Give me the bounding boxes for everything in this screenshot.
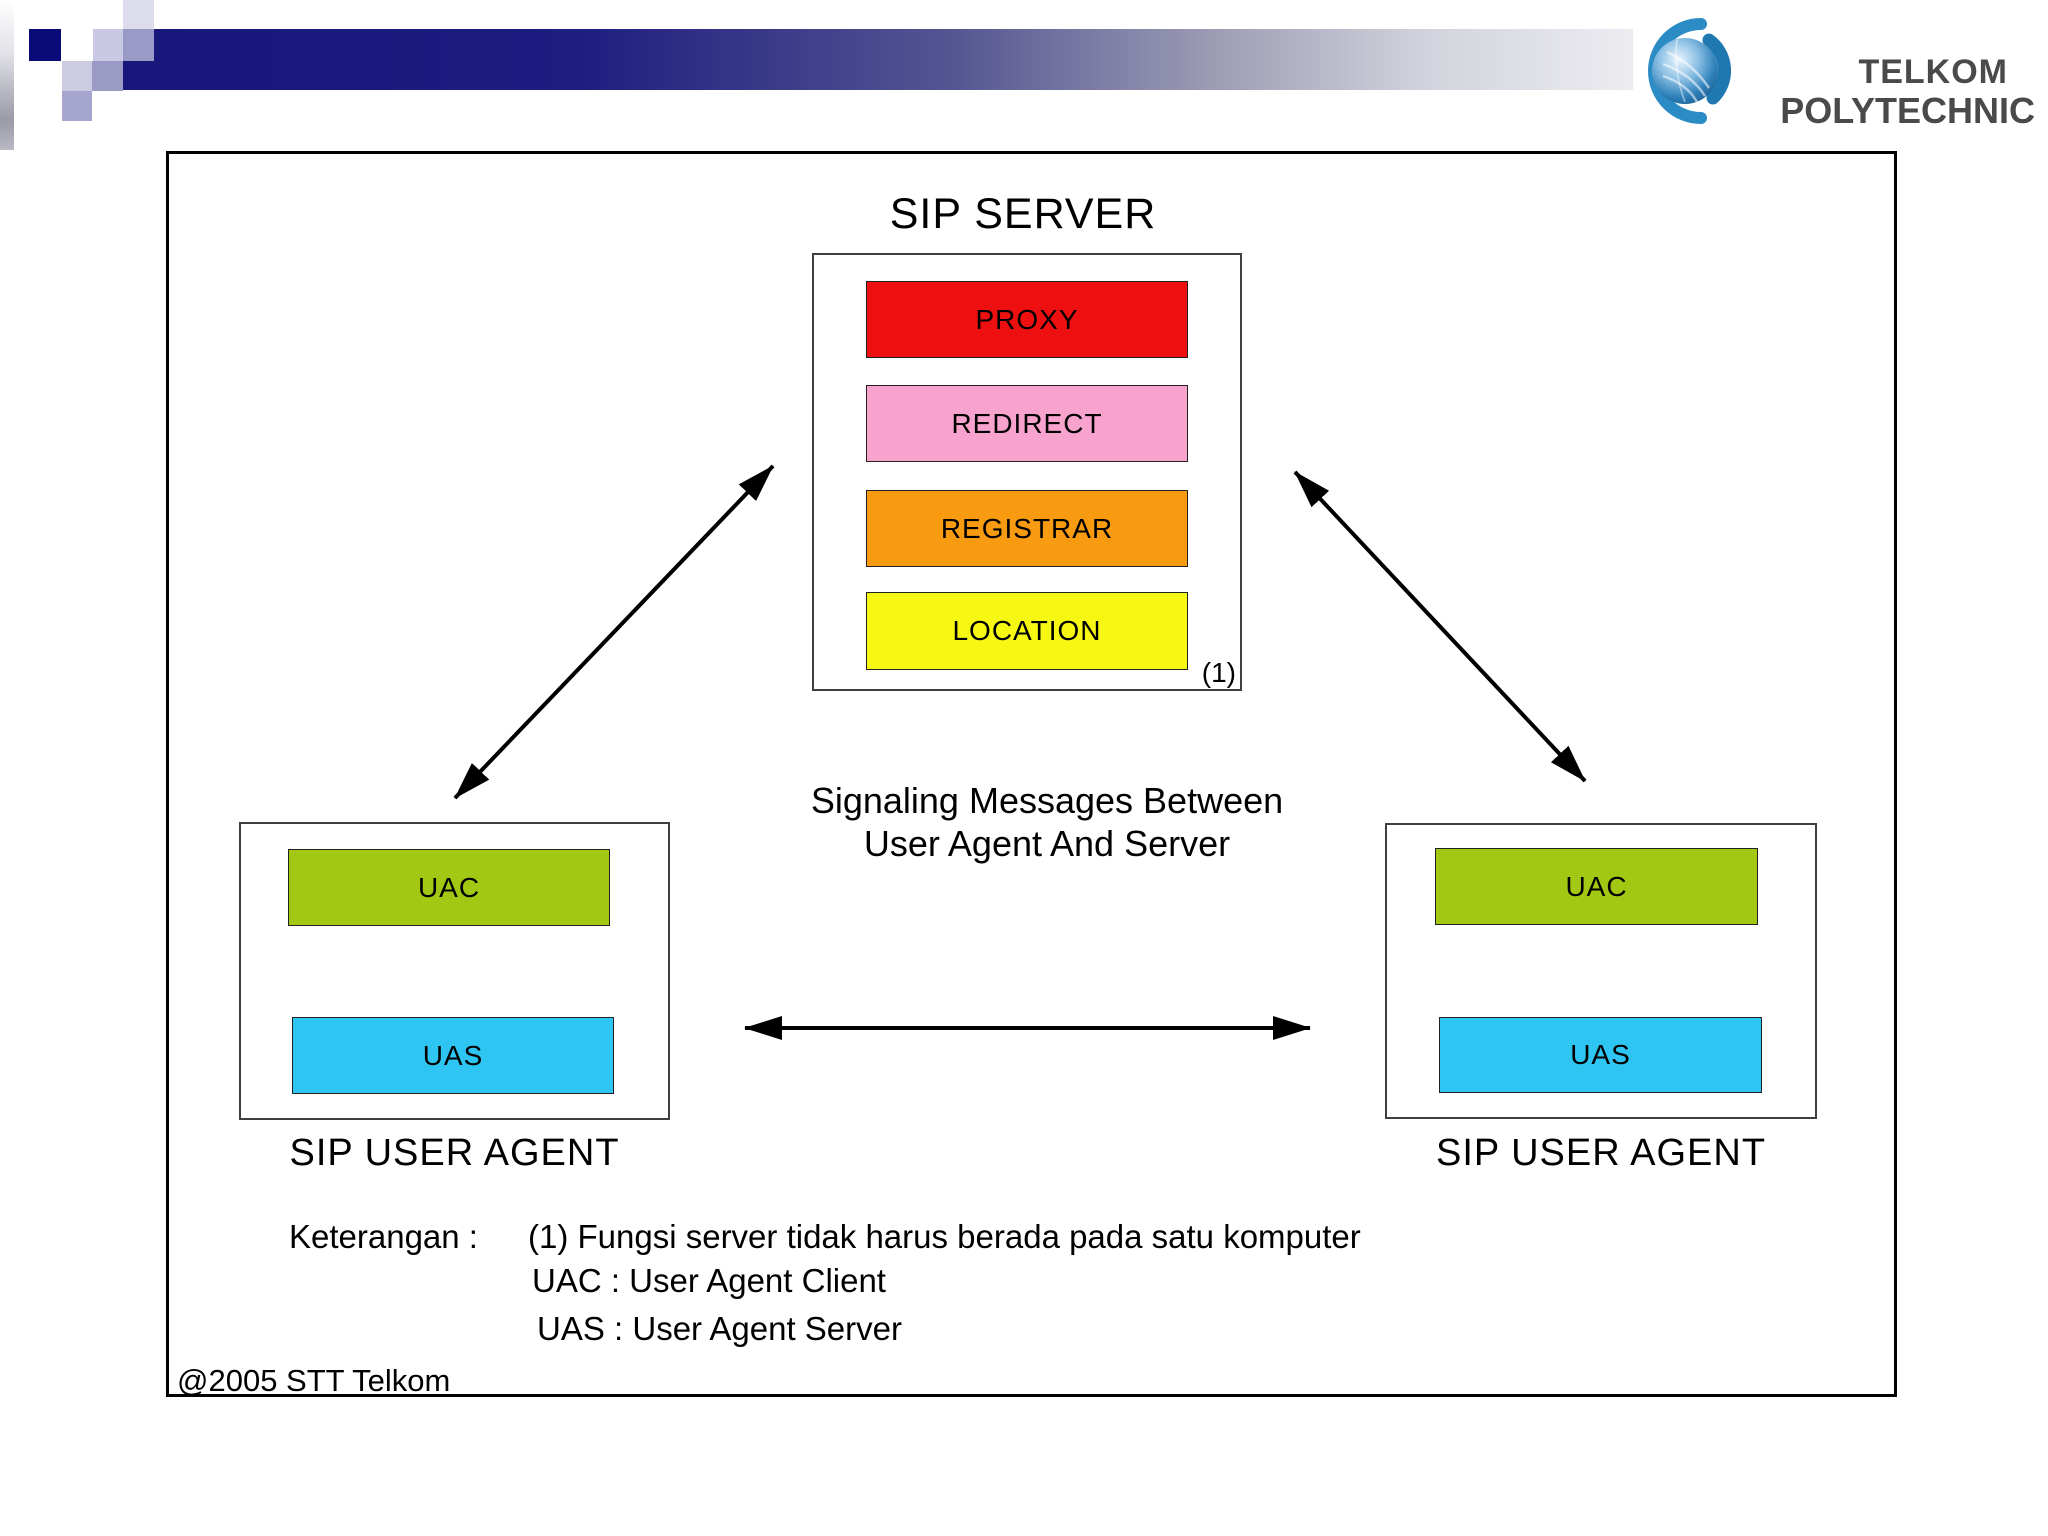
decor-square-light-3: [62, 61, 92, 91]
agent-right-uac: UAC: [1435, 848, 1758, 925]
logo-text-polytechnic: POLYTECHNIC: [1780, 90, 2035, 131]
sip-server-title: SIP SERVER: [889, 190, 1157, 238]
decor-square-light-1: [93, 29, 123, 61]
sip-server-box: PROXY REDIRECT REGISTRAR LOCATION (1): [812, 253, 1242, 691]
sip-user-agent-right-box: UAC UAS: [1385, 823, 1817, 1119]
footer-credit: @2005 STT Telkom: [177, 1363, 451, 1398]
agent-left-uac: UAC: [288, 849, 610, 926]
server-component-location: LOCATION: [866, 592, 1188, 670]
server-component-redirect: REDIRECT: [866, 385, 1188, 462]
legend-item-footnote: (1) Fungsi server tidak harus berada pad…: [528, 1218, 1361, 1255]
decor-square-navy: [29, 29, 61, 61]
logo-text-telkom: TELKOM: [1858, 53, 2008, 91]
sip-user-agent-left-label: SIP USER AGENT: [289, 1132, 620, 1174]
center-caption-line1: Signaling Messages Between: [810, 780, 1284, 821]
legend-heading: Keterangan :: [289, 1218, 478, 1255]
sip-user-agent-left-box: UAC UAS: [239, 822, 670, 1120]
legend-item-uac: UAC : User Agent Client: [532, 1262, 886, 1299]
decor-square-medium-1: [123, 29, 154, 61]
decor-square-light-2: [123, 0, 154, 29]
agent-right-uas: UAS: [1439, 1017, 1762, 1093]
decor-square-medium-3: [62, 91, 92, 121]
decor-square-medium-2: [92, 61, 123, 91]
sip-user-agent-right-label: SIP USER AGENT: [1435, 1132, 1767, 1174]
left-gradient-strip: [0, 0, 14, 150]
center-caption-line2: User Agent And Server: [863, 823, 1231, 865]
legend-item-uas: UAS : User Agent Server: [537, 1310, 902, 1347]
server-footnote-marker: (1): [1201, 657, 1236, 688]
server-component-registrar: REGISTRAR: [866, 490, 1188, 567]
agent-left-uas: UAS: [292, 1017, 614, 1094]
telkom-globe-icon: [1648, 18, 1732, 124]
center-caption: Signaling Messages Between User Agent An…: [740, 779, 1354, 865]
server-component-proxy: PROXY: [866, 281, 1188, 358]
title-bar-gradient: [123, 29, 1633, 90]
